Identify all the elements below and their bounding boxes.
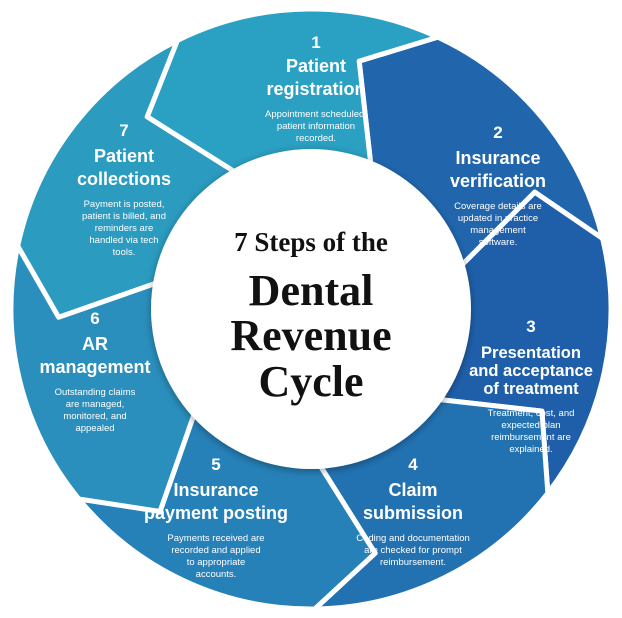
step-7-description-line-3: reminders are <box>95 223 154 234</box>
step-1-title-line-1: Patient <box>286 56 346 76</box>
step-5-description-line-3: to appropriate <box>187 557 246 568</box>
step-5-description-line-2: recorded and applied <box>171 545 260 556</box>
step-1-description-line-2: patient information <box>277 121 355 132</box>
step-3-title-line-1: Presentation <box>481 344 581 362</box>
step-4-number: 4 <box>408 455 418 474</box>
step-2-number: 2 <box>493 123 502 142</box>
step-6-title-line-2: management <box>39 357 150 377</box>
step-3-number: 3 <box>526 317 535 336</box>
step-5-title-line-1: Insurance <box>173 480 258 500</box>
step-3-description-line-4: explained. <box>509 444 552 455</box>
step-6-description-line-1: Outstanding claims <box>55 387 136 398</box>
center-title-line-4: Cycle <box>258 357 363 406</box>
step-1-number: 1 <box>311 33 320 52</box>
step-7-title-line-1: Patient <box>94 146 154 166</box>
step-1-title-line-2: registration <box>266 79 365 99</box>
step-5-description-line-1: Payments received are <box>167 533 264 544</box>
step-2-description-line-3: management <box>470 225 526 236</box>
step-2-description-line-4: software. <box>479 237 518 248</box>
step-6-number: 6 <box>90 309 99 328</box>
step-5-number: 5 <box>211 455 220 474</box>
step-5-description-line-4: accounts. <box>196 569 237 580</box>
step-6-description-line-2: are managed, <box>66 399 125 410</box>
step-2-title-line-1: Insurance <box>455 148 540 168</box>
center-title-line-1: 7 Steps of the <box>234 227 388 257</box>
center-circle <box>151 149 471 469</box>
wheel-outline <box>9 7 613 611</box>
center-title-line-2: Dental <box>249 266 374 315</box>
step-7-title-line-2: collections <box>77 169 171 189</box>
step-5-title-line-2: payment posting <box>144 503 288 523</box>
center-title-line-3: Revenue <box>230 311 391 360</box>
step-1-description-line-3: recorded. <box>296 133 336 144</box>
step-7-description-line-5: tools. <box>113 247 136 258</box>
step-4-title-line-1: Claim <box>388 480 437 500</box>
step-2-description-line-2: updated in practice <box>458 213 538 224</box>
step-4-description-line-2: are checked for prompt <box>364 545 462 556</box>
step-3-description-line-2: expected plan <box>501 420 560 431</box>
step-1-description-line-1: Appointment scheduled, <box>265 109 367 120</box>
step-4-description-line-1: Coding and documentation <box>356 533 470 544</box>
step-3-title-line-2: and acceptance <box>469 362 593 380</box>
step-3-description-line-1: Treatment, cost, and <box>488 408 575 419</box>
step-2-title-line-2: verification <box>450 171 546 191</box>
step-3-title-line-3: of treatment <box>483 380 579 398</box>
step-7-number: 7 <box>119 121 128 140</box>
step-2-description-line-1: Coverage details are <box>454 201 542 212</box>
step-6-description-line-3: monitored, and <box>63 411 126 422</box>
step-7-description-line-4: handled via tech <box>89 235 158 246</box>
step-7-description-line-1: Payment is posted, <box>84 199 165 210</box>
step-7-description-line-2: patient is billed, and <box>82 211 166 222</box>
step-6-description-line-4: appealed <box>75 423 114 434</box>
step-4-title-line-2: submission <box>363 503 463 523</box>
step-4-description-line-3: reimbursement. <box>380 557 446 568</box>
step-6-title-line-1: AR <box>82 334 108 354</box>
center-title: 7 Steps of the Dental Revenue Cycle <box>151 149 471 469</box>
step-3-description-line-3: reimbursement are <box>491 432 571 443</box>
